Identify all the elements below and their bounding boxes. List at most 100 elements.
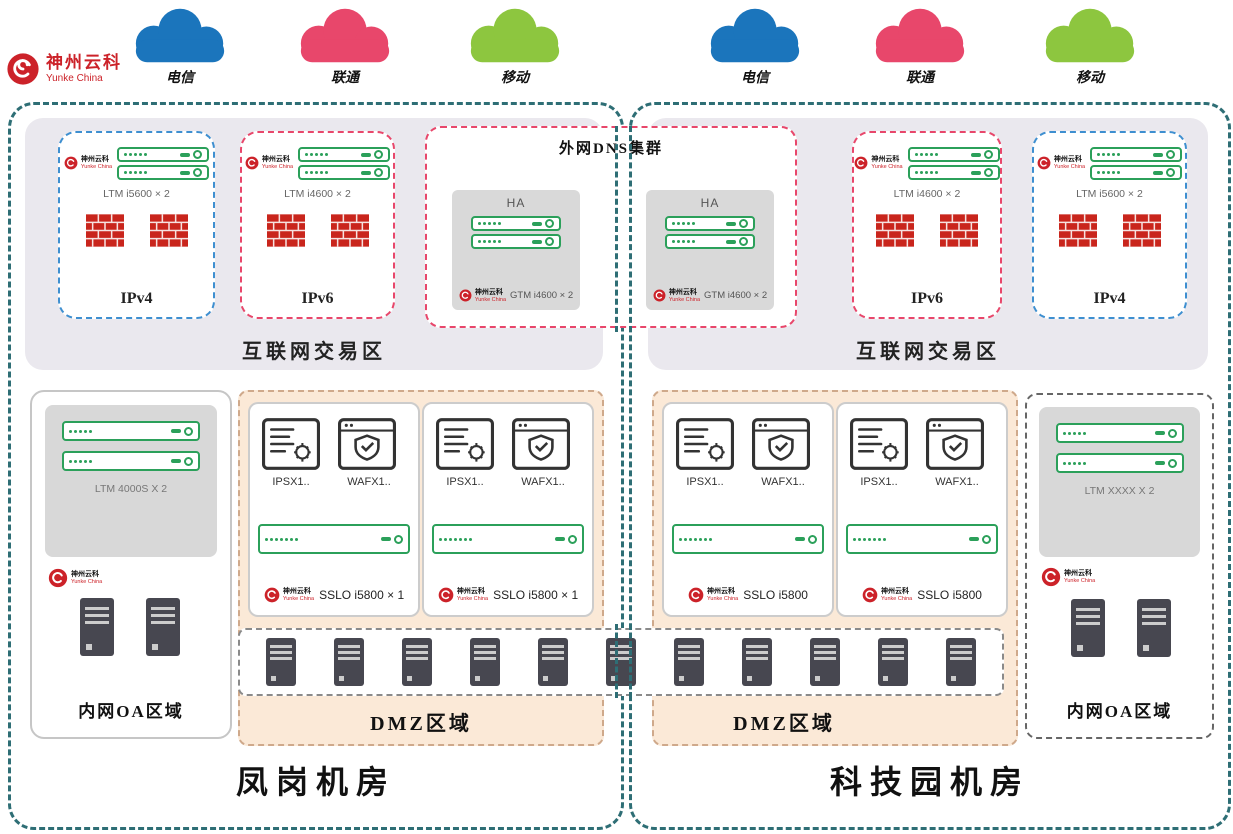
ips-icon: [850, 418, 908, 470]
brand-cn: 神州云科: [474, 288, 503, 296]
waf-label: WAFX1..: [935, 476, 979, 488]
waf-icon: [512, 418, 570, 470]
firewall-icon: [940, 214, 978, 247]
yunke-swirl-icon: [245, 157, 259, 170]
sslo-label: SSLO i5800: [917, 588, 982, 602]
gtm-device-icon: [665, 216, 755, 249]
yunke-swirl-icon: [862, 587, 878, 603]
brand-cn: 神州云科: [282, 587, 311, 595]
datacenter-right-name: 科技园机房: [829, 764, 1030, 800]
internet-zone-right-label: 互联网交易区: [856, 341, 1000, 363]
internet-zone-left-label: 互联网交易区: [242, 341, 386, 363]
ips-label: IPSX1..: [686, 476, 724, 488]
ha-label: HA: [506, 196, 526, 210]
datacenter-left-name: 凤岗机房: [235, 764, 396, 800]
yunke-swirl-icon: [264, 587, 280, 603]
brand-en: Yunke China: [668, 296, 701, 303]
isp-cloud-mobile-right: 移动: [1030, 4, 1150, 87]
yunke-swirl-icon: [854, 157, 868, 170]
cloud-icon: [710, 8, 800, 63]
adc-device-icon: [1055, 423, 1184, 443]
yunke-swirl-icon: [459, 289, 472, 302]
server-cabinet-icon: [538, 638, 568, 686]
device-label: LTM i5600 × 2: [103, 188, 170, 200]
server-cabinet-icon: [80, 598, 114, 656]
device-label: LTM XXXX X 2: [1084, 485, 1155, 497]
server-cabinet-icon: [334, 638, 364, 686]
oa-zone-right-label: 内网OA区域: [1066, 702, 1173, 721]
sslo-appliance-icon: [672, 524, 824, 554]
yunke-swirl-icon: [48, 568, 68, 588]
adc-device-icon: [62, 451, 200, 471]
brand-cn: 神州云科: [71, 570, 99, 578]
yunke-swirl-icon: [64, 157, 78, 170]
firewall-icon: [1058, 214, 1097, 247]
adc-device-icon: [1090, 147, 1183, 180]
firewall-icon: [1122, 214, 1161, 247]
waf-label: WAFX1..: [347, 476, 391, 488]
brand-cn: 神州云科: [1053, 156, 1082, 164]
ips-label: IPSX1..: [272, 476, 310, 488]
device-label: LTM i5600 × 2: [1076, 188, 1143, 200]
cloud-icon: [470, 8, 560, 63]
firewall-icon: [85, 214, 124, 247]
yunke-swirl-icon: [438, 587, 454, 603]
sslo-appliance-icon: [258, 524, 410, 554]
brand-en: Yunke China: [881, 595, 913, 602]
firewall-row: [1058, 214, 1161, 247]
ha-label: HA: [700, 196, 720, 210]
brand-cn: 神州云科: [261, 156, 290, 164]
device-label: LTM i4600 × 2: [284, 188, 351, 200]
isp-cloud-telecom-left: 电信: [120, 4, 240, 87]
yunke-swirl-icon: [653, 289, 666, 302]
datacenter-right: 科技园机房: [629, 102, 1231, 830]
isp-cloud-unicom-right: 联通: [860, 4, 980, 87]
ips-label: IPSX1..: [860, 476, 898, 488]
dmz-left-label: DMZ区域: [370, 713, 472, 735]
ltm-panel-right: LTM XXXX X 2: [1039, 407, 1200, 557]
brand-en: Yunke China: [46, 72, 103, 84]
ltm-panel-left: LTM 4000S X 2: [45, 405, 217, 557]
adc-device-icon: [298, 147, 391, 180]
brand-en: Yunke China: [71, 578, 103, 585]
isp-label: 电信: [166, 71, 194, 86]
firewall-row: [85, 214, 188, 247]
dmz-server-strip: [238, 628, 1004, 696]
brand-en: Yunke China: [261, 164, 294, 171]
sslo-label: SSLO i5800 × 1: [493, 588, 579, 602]
server-cabinet-icon: [810, 638, 840, 686]
ip-zone-label: IPv6: [301, 290, 334, 307]
brand-cn: 神州云科: [871, 156, 900, 164]
isp-cloud-unicom-left: 联通: [285, 4, 405, 87]
firewall-row: [876, 214, 978, 247]
ips-icon: [436, 418, 494, 470]
server-cabinet-icon: [470, 638, 500, 686]
isp-label: 联通: [331, 71, 359, 86]
